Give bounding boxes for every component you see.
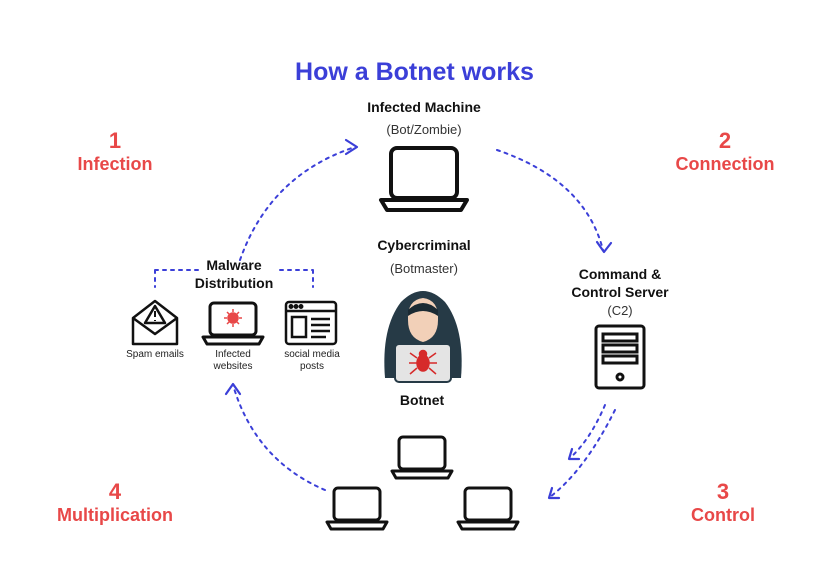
- botnet-laptop-left-icon: [325, 486, 389, 531]
- c2-subtitle: (C2): [607, 303, 633, 318]
- malware-source-social: social media posts: [272, 349, 352, 373]
- cybercriminal-title: Cybercriminal: [377, 237, 471, 253]
- step-4: 4 Multiplication: [40, 479, 190, 526]
- webpage-icon: [284, 300, 338, 346]
- source-label-line1: Spam emails: [126, 349, 184, 360]
- server-tower-icon: [594, 324, 646, 390]
- step-label: Control: [691, 505, 755, 525]
- spider-icon: [409, 349, 437, 375]
- arrow-multiplication: [232, 384, 326, 491]
- arrowhead-control-b: [547, 486, 561, 500]
- step-number: 2: [718, 128, 732, 153]
- hacker-icon: [384, 291, 462, 383]
- step-2: 2 Connection: [655, 128, 795, 175]
- botnet-laptop-top-icon: [390, 435, 454, 480]
- step-number: 4: [108, 479, 122, 504]
- step-label: Multiplication: [57, 505, 173, 525]
- step-1: 1 Infection: [55, 128, 175, 175]
- arrowhead-multiplication: [224, 382, 242, 396]
- page-title: How a Botnet works: [295, 58, 534, 86]
- arrowhead-infection: [344, 138, 359, 156]
- source-label-line2: websites: [213, 361, 253, 372]
- step-label: Connection: [675, 154, 775, 174]
- malware-title-line2: Distribution: [194, 275, 274, 291]
- c2-title-line1: Command &: [578, 266, 662, 282]
- arrow-connection: [496, 149, 604, 251]
- source-label-line1: Infected: [215, 349, 251, 360]
- infected-machine-title: Infected Machine: [367, 99, 481, 115]
- arrow-infection: [239, 146, 356, 261]
- malware-title-line1: Malware: [206, 257, 262, 273]
- arrow-control-a: [569, 404, 606, 459]
- source-label-line2: posts: [300, 361, 324, 372]
- malware-bracket: [154, 269, 314, 288]
- arrow-control-b: [549, 409, 616, 498]
- malware-source-websites: Infected websites: [198, 349, 268, 373]
- c2-title-line2: Control Server: [571, 284, 669, 300]
- source-label-line1: social media: [284, 349, 340, 360]
- step-number: 3: [716, 479, 730, 504]
- infected-machine-subtitle: (Bot/Zombie): [386, 122, 462, 137]
- virus-laptop-icon: [201, 301, 265, 346]
- botnet-label: Botnet: [399, 392, 445, 408]
- arrowhead-control-a: [567, 447, 581, 461]
- arrowhead-connection: [595, 240, 613, 254]
- infected-machine-laptop-icon: [379, 146, 469, 212]
- botnet-laptop-right-icon: [456, 486, 520, 531]
- malware-source-spam: Spam emails: [115, 349, 195, 361]
- cybercriminal-subtitle: (Botmaster): [390, 261, 458, 276]
- step-number: 1: [108, 128, 122, 153]
- step-3: 3 Control: [663, 479, 783, 526]
- warning-envelope-icon: [131, 299, 179, 346]
- step-label: Infection: [77, 154, 153, 174]
